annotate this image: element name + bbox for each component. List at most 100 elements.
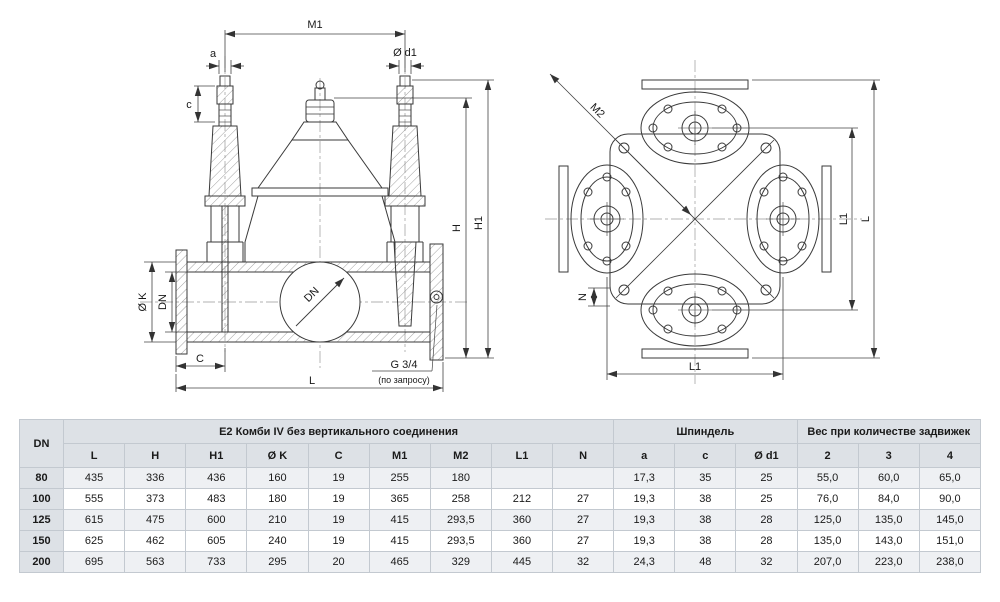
table-cell: 76,0 — [796, 488, 859, 510]
dim-c-spindle — [194, 85, 215, 123]
table-cell: 32 — [735, 551, 798, 573]
table-cell: 19,3 — [613, 488, 676, 510]
column-header: 3 — [857, 443, 920, 468]
table-cell: 151,0 — [918, 530, 982, 552]
table-cell: 24,3 — [613, 551, 676, 573]
table-cell: 48 — [674, 551, 737, 573]
column-header: H — [124, 443, 187, 468]
technical-drawing: M1 a Ø d1 c H H1 Ø K DN DN C L G 3/4 (по… — [137, 19, 880, 392]
dim-d1 — [386, 60, 424, 74]
dn-cell: 100 — [19, 488, 64, 510]
column-header: L1 — [490, 443, 554, 468]
table-cell: 38 — [674, 488, 737, 510]
table-cell: 143,0 — [857, 530, 920, 552]
group-header-main: E2 Комби IV без вертикального соединения — [62, 419, 615, 444]
dn-cell: 200 — [19, 551, 64, 573]
table-cell: 625 — [62, 530, 126, 552]
right-view-dimensions — [549, 73, 880, 380]
column-header: M1 — [368, 443, 431, 468]
table-cell: 55,0 — [796, 467, 859, 489]
table-cell: 65,0 — [918, 467, 982, 489]
table-cell: 135,0 — [857, 509, 920, 531]
table-cell: 435 — [62, 467, 126, 489]
table-cell: 445 — [490, 551, 554, 573]
table-cell: 145,0 — [918, 509, 982, 531]
table-cell: 293,5 — [429, 530, 492, 552]
dim-label-l1-bottom: L1 — [689, 361, 701, 373]
table-cell: 180 — [246, 488, 309, 510]
dim-label-l: L — [309, 375, 315, 387]
table-cell: 360 — [490, 530, 554, 552]
column-header: 4 — [918, 443, 982, 468]
column-header: C — [307, 443, 370, 468]
flange-bar-right — [821, 165, 832, 273]
table-cell: 125,0 — [796, 509, 859, 531]
table-cell: 415 — [368, 530, 431, 552]
table-cell: 360 — [490, 509, 554, 531]
dim-h — [334, 97, 472, 358]
table-cell: 365 — [368, 488, 431, 510]
dim-m1 — [224, 30, 406, 72]
table-cell: 373 — [124, 488, 187, 510]
dim-label-d1: Ø d1 — [393, 47, 417, 59]
on-request-note: (по запросу) — [378, 375, 429, 385]
drain-boss — [430, 290, 443, 304]
column-header: a — [613, 443, 676, 468]
table-cell: 336 — [124, 467, 187, 489]
dimension-table: DN E2 Комби IV без вертикального соедине… — [19, 419, 982, 573]
table-cell: 35 — [674, 467, 737, 489]
column-header: Ø K — [246, 443, 309, 468]
dim-label-dn: DN — [157, 294, 169, 310]
dim-a — [206, 60, 244, 74]
dim-label-k: Ø K — [137, 292, 149, 312]
dimension-table-container: DN E2 Комби IV без вертикального соедине… — [19, 419, 982, 573]
table-cell: 25 — [735, 488, 798, 510]
group-header-spindle: Шпиндель — [613, 419, 798, 444]
table-cell: 25 — [735, 467, 798, 489]
table-cell: 27 — [551, 488, 615, 510]
dim-label-h: H — [451, 224, 463, 232]
table-cell — [490, 467, 554, 489]
column-header: H1 — [185, 443, 248, 468]
table-cell: 238,0 — [918, 551, 982, 573]
table-cell: 295 — [246, 551, 309, 573]
dim-l1-side — [712, 127, 858, 311]
left-view-front-section — [175, 75, 444, 361]
table-cell: 733 — [185, 551, 248, 573]
table-cell: 329 — [429, 551, 492, 573]
group-header-row: DN E2 Комби IV без вертикального соедине… — [19, 419, 981, 468]
table-cell: 615 — [62, 509, 126, 531]
dim-l1-bottom — [606, 277, 784, 380]
table-cell: 555 — [62, 488, 126, 510]
dim-l — [175, 362, 444, 392]
table-cell: 17,3 — [613, 467, 676, 489]
table-cell: 32 — [551, 551, 615, 573]
column-header: 2 — [796, 443, 859, 468]
spindle-assembly-left — [204, 75, 246, 333]
group-header-weight: Вес при количестве задвижек — [796, 419, 981, 444]
flange-right — [746, 164, 820, 274]
dim-label-c-bottom: C — [196, 353, 204, 365]
dim-n — [588, 287, 610, 307]
right-pipe-flange — [429, 243, 444, 361]
dim-label-m1: M1 — [307, 19, 322, 31]
table-cell: 600 — [185, 509, 248, 531]
g34-label: G 3/4 — [391, 359, 418, 371]
table-cell: 38 — [674, 509, 737, 531]
table-cell: 212 — [490, 488, 554, 510]
table-cell: 483 — [185, 488, 248, 510]
table-cell: 20 — [307, 551, 370, 573]
table-cell: 293,5 — [429, 509, 492, 531]
table-cell: 475 — [124, 509, 187, 531]
dim-label-l-side: L — [860, 216, 872, 222]
table-cell: 240 — [246, 530, 309, 552]
flange-bar-bottom — [641, 348, 749, 359]
column-header: c — [674, 443, 737, 468]
dn-cell: 150 — [19, 530, 64, 552]
table-cell: 135,0 — [796, 530, 859, 552]
left-pipe-flange — [175, 249, 188, 355]
dim-label-n: N — [577, 293, 589, 301]
table-cell: 84,0 — [857, 488, 920, 510]
dim-h1 — [412, 79, 494, 359]
table-cell: 465 — [368, 551, 431, 573]
